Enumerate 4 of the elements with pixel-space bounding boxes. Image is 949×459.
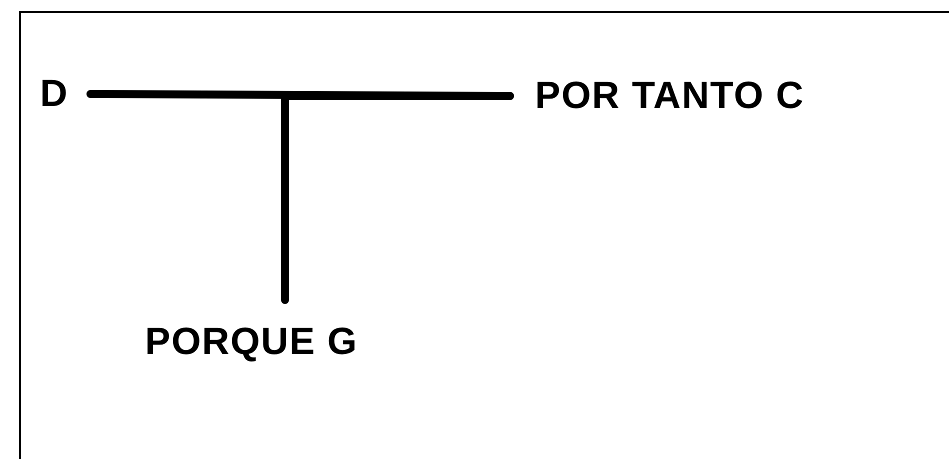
- node-label: D: [40, 74, 68, 114]
- node-label: PORQUE G: [145, 322, 358, 362]
- node-label: POR TANTO C: [535, 76, 804, 116]
- connector-line: [281, 92, 514, 304]
